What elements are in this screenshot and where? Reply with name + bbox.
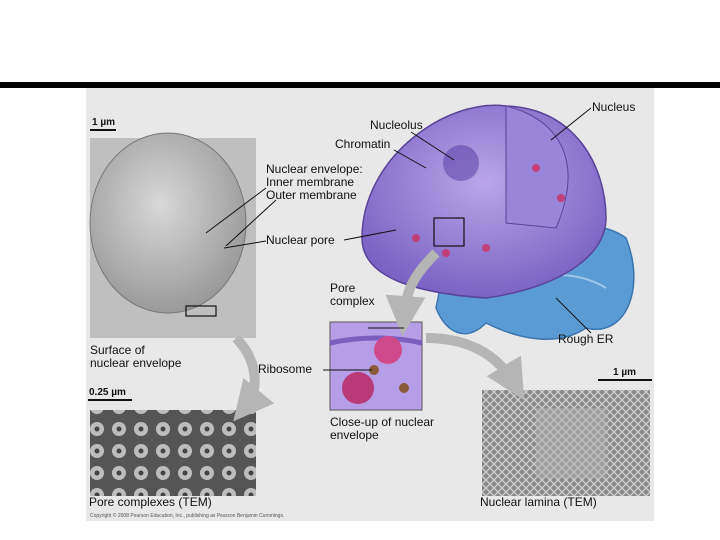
pore-complexes-micrograph: [90, 410, 256, 496]
label-surface: Surface of nuclear envelope: [90, 343, 182, 370]
copyright-notice: Copyright © 2008 Pearson Education, Inc.…: [90, 513, 285, 519]
scale-label-right: 1 µm: [613, 367, 636, 378]
surface-micrograph: [89, 132, 256, 338]
closeup-inset: [329, 321, 423, 411]
label-nucleus: Nucleus: [592, 100, 636, 114]
label-outer-membrane: Outer membrane: [266, 188, 357, 202]
label-nuclear-pore: Nuclear pore: [266, 233, 335, 247]
label-inner-membrane: Inner membrane: [266, 175, 355, 189]
label-pore-complexes-tem: Pore complexes (TEM): [89, 495, 212, 509]
label-ribosome: Ribosome: [258, 362, 313, 376]
label-nuclear-envelope: Nuclear envelope:: [266, 162, 363, 176]
label-rough-er: Rough ER: [558, 332, 614, 346]
label-chromatin: Chromatin: [335, 137, 391, 151]
label-nucleolus: Nucleolus: [370, 118, 423, 132]
nuclear-lamina-micrograph: [482, 390, 650, 496]
label-pore-complex: Pore complex: [330, 281, 375, 308]
title-divider-bar: [0, 82, 720, 88]
nucleus-cutaway: [361, 104, 607, 299]
label-closeup: Close-up of nuclear envelope: [330, 415, 435, 442]
scale-label-top-left: 1 µm: [92, 117, 115, 128]
nucleus-diagram: [88, 104, 652, 496]
nucleolus-shape: [443, 145, 479, 181]
label-nuclear-lamina-tem: Nuclear lamina (TEM): [480, 495, 597, 509]
scale-label-mid-left: 0.25 µm: [89, 387, 126, 398]
